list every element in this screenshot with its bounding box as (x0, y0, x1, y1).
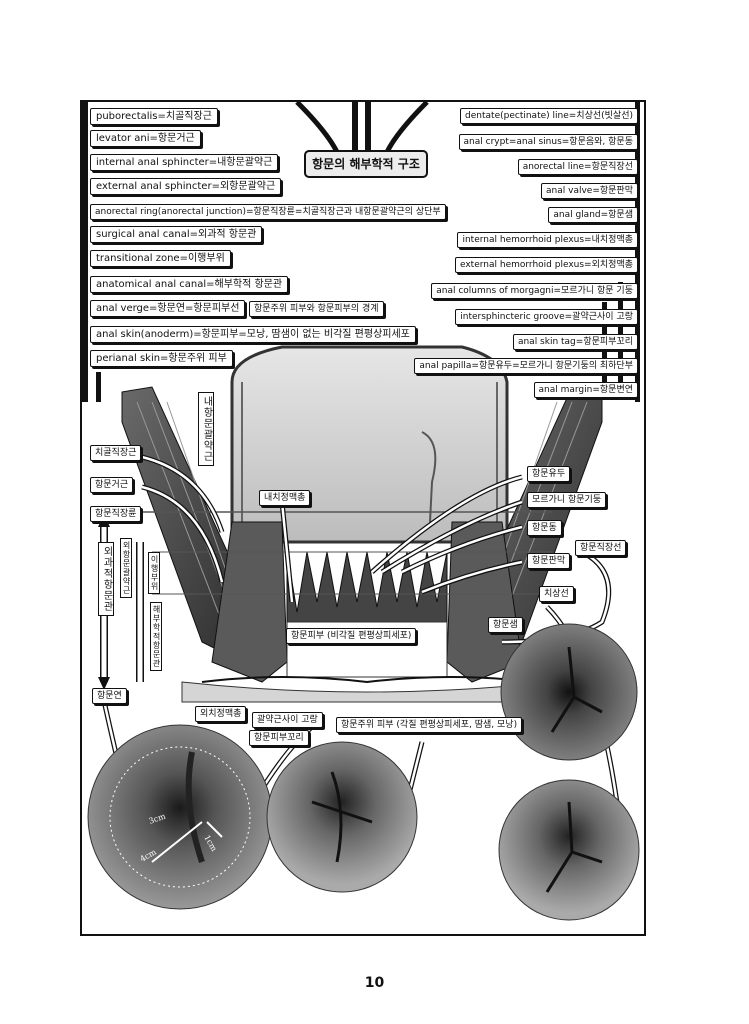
label-transitional-zone: transitional zone=이행부위 (90, 250, 231, 267)
callout-anoderm: 항문피부 (비각질 편평상피세포) (286, 628, 417, 644)
photo-left (87, 724, 273, 910)
label-anal-skin: anal skin(anoderm)=항문피부=모낭, 땀샘이 없는 비각질 편… (90, 326, 416, 343)
photo-right-top (500, 623, 638, 761)
callout-dentate: 치상선 (539, 586, 574, 602)
label-anorectal-line: anorectal line=항문직장선 (517, 159, 638, 175)
label-anorectal-ring: anorectal ring(anorectal junction)=항문직장륜… (90, 204, 446, 220)
label-internal-anal-sphincter: internal anal sphincter=내항문괄약근 (90, 154, 279, 171)
callout-transitional: 이행부위 (148, 552, 160, 594)
page-title: 항문의 해부학적 구조 (304, 150, 428, 178)
callout-internal-plexus: 내치정맥총 (259, 490, 311, 506)
label-levator-ani: levator ani=항문거근 (90, 130, 201, 147)
callout-internal-sphincter: 내항문괄약근 (198, 392, 214, 466)
label-internal-hemorrhoid-plexus: internal hemorrhoid plexus=내치정맥총 (457, 232, 638, 248)
label-anal-columns: anal columns of morgagni=모르가니 항문 기둥 (431, 283, 638, 299)
callout-skin-tag: 항문피부꼬리 (249, 730, 309, 746)
callout-anatomical-canal: 해부학적항문관 (150, 602, 162, 671)
callout-columns: 모르가니 항문기둥 (527, 492, 607, 508)
callout-puborectalis: 치골직장근 (90, 445, 142, 461)
label-anal-papilla: anal papilla=항문유두=모르가니 항문기둥의 최하단부 (414, 358, 638, 374)
label-anal-valve: anal valve=항문판막 (541, 183, 638, 199)
callout-external-plexus: 외치정맥총 (195, 706, 247, 722)
label-dentate-line: dentate(pectinate) line=치상선(빗살선) (460, 108, 638, 124)
callout-gland: 항문샘 (488, 617, 523, 633)
photo-right-bottom (498, 779, 640, 921)
label-anal-verge: anal verge=항문연=항문피부선 (90, 300, 246, 317)
callout-perianal: 항문주위 피부 (각질 편평상피세포, 땀샘, 모낭) (336, 717, 523, 733)
photo-middle (266, 741, 418, 893)
label-anal-verge-note: 항문주위 피부와 항문피부의 경계 (249, 301, 384, 317)
callout-levator: 항문거근 (90, 477, 134, 493)
label-puborectalis: puborectalis=치골직장근 (90, 108, 218, 125)
label-anal-skin-tag: anal skin tag=항문피부꼬리 (512, 334, 638, 350)
callout-external-sphincter: 외항문괄약근 (120, 538, 132, 598)
page-number: 10 (364, 975, 385, 991)
label-external-hemorrhoid-plexus: external hemorrhoid plexus=외치정맥총 (454, 257, 638, 273)
label-external-anal-sphincter: external anal sphincter=외항문괄약근 (90, 178, 282, 195)
callout-anorectal-line: 항문직장선 (575, 540, 627, 556)
callout-crypt: 항문동 (527, 520, 562, 536)
callout-papilla: 항문유두 (527, 466, 571, 482)
label-perianal-skin: perianal skin=항문주위 피부 (90, 350, 233, 367)
callout-groove: 괄약근사이 고랑 (252, 712, 323, 728)
label-anal-margin: anal margin=항문변연 (533, 382, 638, 398)
label-anatomical-anal-canal: anatomical anal canal=해부학적 항문관 (90, 276, 289, 293)
callout-verge: 항문연 (92, 688, 127, 704)
callout-surgical-canal: 외과적항문관 (98, 542, 114, 616)
figure-frame: 3cm 1cm 4cm 항문의 해부학적 구조 puborectalis=치골직… (80, 100, 646, 936)
callout-ring: 항문직장륜 (90, 506, 142, 522)
label-anal-crypt: anal crypt=anal sinus=항문음와, 항문동 (458, 134, 638, 150)
label-surgical-anal-canal: surgical anal canal=외과적 항문관 (90, 226, 263, 243)
label-intersphincteric-groove: intersphincteric groove=괄약근사이 고랑 (455, 309, 638, 325)
label-anal-gland: anal gland=항문샘 (548, 207, 638, 223)
callout-valve: 항문판막 (527, 553, 571, 569)
